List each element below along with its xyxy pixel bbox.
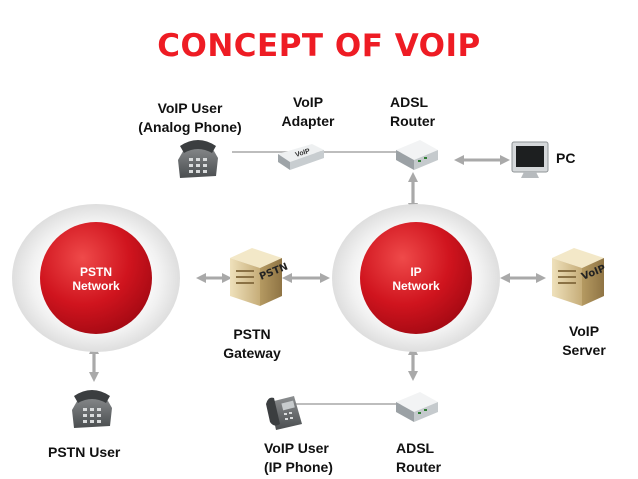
arrow-gateway-ipnet xyxy=(282,273,330,283)
monitor-icon xyxy=(511,141,549,178)
pstn-network-label-line2: Network xyxy=(72,279,120,293)
label-line: ADSL xyxy=(396,440,435,456)
label-pstn-user: PSTN User xyxy=(48,443,120,462)
label-voip-user-analog: VoIP User (Analog Phone) xyxy=(120,99,260,137)
pstn-network-label-line1: PSTN xyxy=(80,265,112,279)
ip-network-label-line1: IP xyxy=(410,265,421,279)
arrow-ipnet-router xyxy=(408,345,418,381)
label-line: VoIP xyxy=(292,94,324,110)
adapter-label: VoIP xyxy=(295,148,312,159)
ip-phone-icon xyxy=(266,396,302,430)
label-line: Adapter xyxy=(281,113,335,129)
arrow-router-ipnetwork xyxy=(408,172,418,213)
label-adsl-router-bottom: ADSL Router xyxy=(396,439,441,477)
label-pc: PC xyxy=(556,149,575,168)
label-line: (Analog Phone) xyxy=(138,119,242,135)
label-line: Server xyxy=(562,342,606,358)
label-line: PSTN xyxy=(233,326,271,342)
label-voip-user-ip: VoIP User (IP Phone) xyxy=(264,439,333,477)
label-line: Router xyxy=(396,459,442,475)
label-line: VoIP xyxy=(568,323,600,339)
label-line: (IP Phone) xyxy=(264,459,333,475)
label-voip-server: VoIP Server xyxy=(548,322,620,360)
pstn-network-node xyxy=(12,204,180,352)
voip-adapter-icon: VoIP xyxy=(278,144,324,170)
label-line: PC xyxy=(556,150,576,166)
arrow-router-pc xyxy=(454,155,510,165)
label-line: PSTN User xyxy=(48,444,121,460)
label-line: ADSL xyxy=(390,94,429,110)
label-line: Router xyxy=(390,113,436,129)
router-icon xyxy=(396,392,438,422)
label-line: VoIP User xyxy=(157,100,223,116)
router-icon xyxy=(396,140,438,170)
label-adsl-router-top: ADSL Router xyxy=(390,93,435,131)
telephone-icon xyxy=(72,390,112,428)
diagram-title: CONCEPT OF VOIP xyxy=(157,28,481,64)
label-line: VoIP User xyxy=(264,440,329,456)
label-pstn-gateway: PSTN Gateway xyxy=(212,325,292,363)
server-icon: PSTN xyxy=(230,248,290,306)
ip-network-node xyxy=(332,204,500,352)
telephone-icon xyxy=(178,140,218,178)
server-icon: VoIP xyxy=(552,248,607,306)
ip-network-label-line2: Network xyxy=(392,279,440,293)
label-line: Gateway xyxy=(223,345,281,361)
arrow-pstnnet-gateway xyxy=(196,273,232,283)
arrow-ipnet-server xyxy=(500,273,546,283)
connection-arrows xyxy=(89,155,546,382)
label-voip-adapter: VoIP Adapter xyxy=(264,93,352,131)
arrow-pstnnet-pstnuser xyxy=(89,344,99,382)
